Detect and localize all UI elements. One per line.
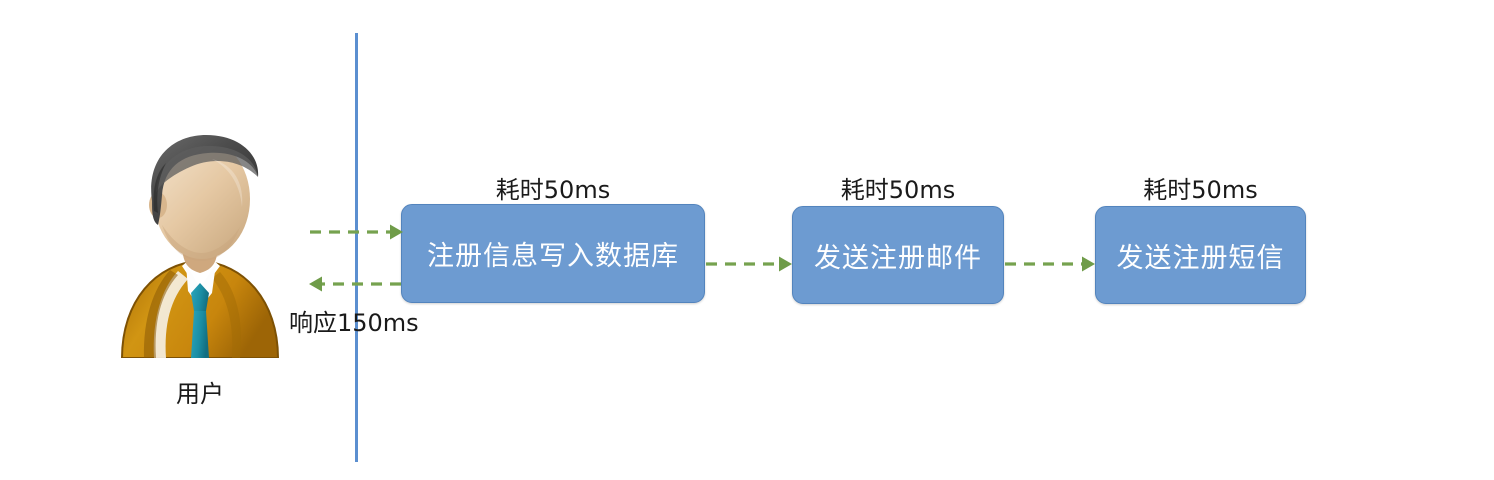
user-avatar-icon	[108, 133, 292, 358]
process-box-step-2[interactable]: 发送注册邮件	[792, 206, 1004, 304]
response-time-label: 响应150ms	[289, 309, 419, 337]
cost-label-step-2: 耗时50ms	[840, 176, 956, 204]
cost-label-step-3: 耗时50ms	[1143, 176, 1258, 204]
connector-step-1-to-step-2	[706, 256, 792, 272]
connector-step-2-to-step-3	[1005, 256, 1095, 272]
actor-label: 用户	[176, 380, 224, 408]
cost-label-step-1: 耗时50ms	[495, 176, 611, 204]
process-box-step-3[interactable]: 发送注册短信	[1095, 206, 1306, 304]
process-box-step-1[interactable]: 注册信息写入数据库	[401, 204, 705, 303]
system-boundary-line	[355, 33, 358, 462]
